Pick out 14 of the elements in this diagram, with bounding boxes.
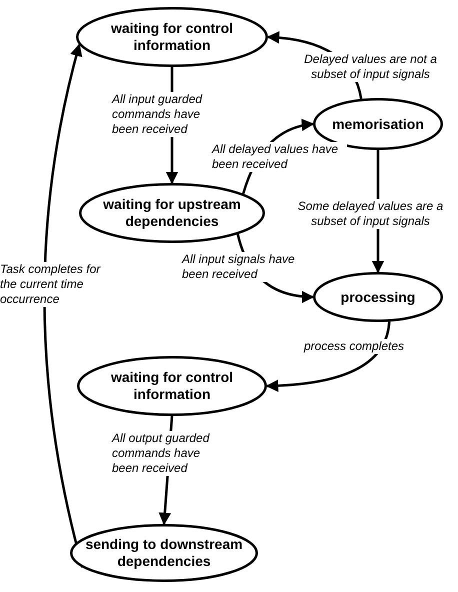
state-label: waiting for control information <box>110 369 234 403</box>
state-ellipse <box>313 272 443 322</box>
state-label: sending to downstream dependencies <box>84 536 244 570</box>
state-label: memorisation <box>332 116 424 132</box>
state-ellipse <box>77 356 267 416</box>
state-label: waiting for upstream dependencies <box>102 196 242 230</box>
state-ellipse <box>76 7 268 67</box>
state-ellipse <box>79 183 265 243</box>
state-ellipse <box>70 524 258 582</box>
transition-arrow <box>266 321 391 392</box>
state-label: waiting for control information <box>110 20 234 54</box>
edge-label: All delayed values have been received <box>212 142 347 172</box>
state-label: processing <box>340 288 416 306</box>
edge-label: All output guarded commands have been received <box>112 431 212 476</box>
